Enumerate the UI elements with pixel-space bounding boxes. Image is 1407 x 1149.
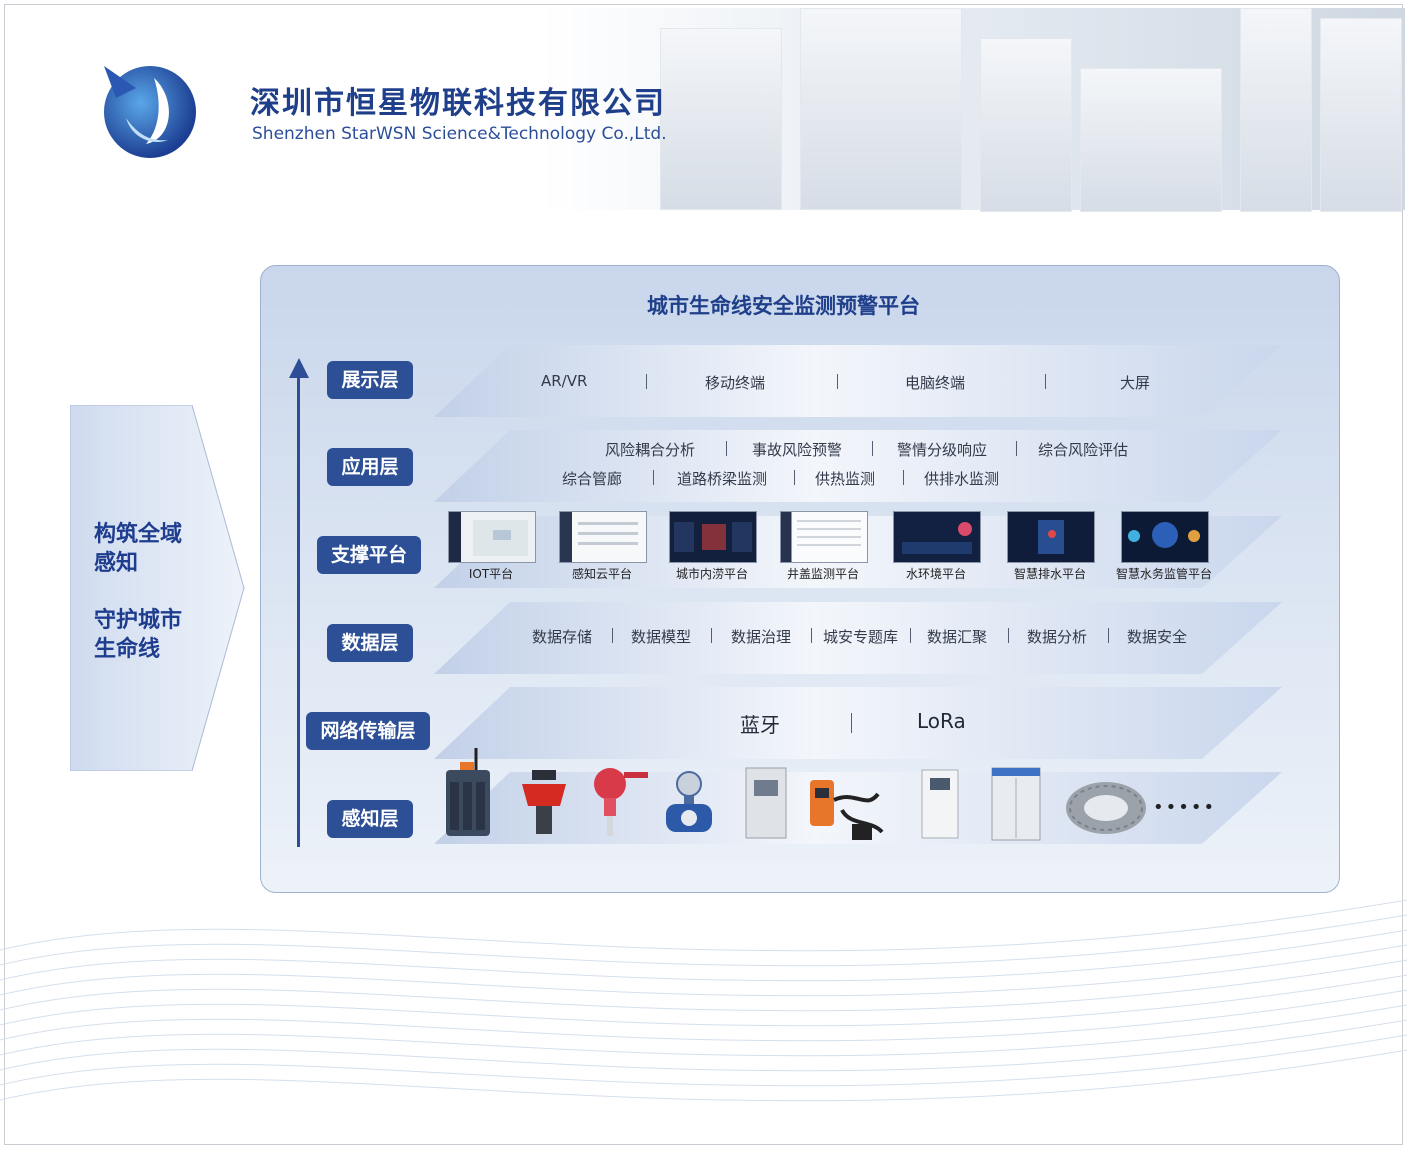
plane-display [434,345,1282,417]
separator [910,628,911,643]
water-analyzer-icon [921,769,959,839]
separator [1045,374,1046,389]
separator [794,470,795,485]
smart-drainage-thumbnail [1007,511,1095,563]
application-item: 综合管廊 [562,470,623,488]
support-item: 城市内涝平台 [675,567,748,581]
application-item: 警情分级响应 [897,441,988,459]
data-item: 数据模型 [631,628,692,646]
iot-platform-thumbnail [448,511,536,563]
plane-sensing [434,772,1282,844]
slogan-line-2: 感知 [94,551,139,576]
support-item: 感知云平台 [571,567,632,581]
layer-axis-arrow-icon [289,358,309,378]
separator [653,470,654,485]
separator [837,374,838,389]
network-item: LoRa [917,709,966,733]
slogan-chevron-shape [70,405,245,771]
background-waves [0,899,1407,1102]
application-item: 道路桥梁监测 [677,470,768,488]
slogan-line-4: 生命线 [94,637,161,662]
separator [872,441,873,456]
separator [1016,441,1017,456]
platform-title: 城市生命线安全监测预警平台 [647,294,920,318]
data-item: 数据分析 [1027,628,1088,646]
manhole-ring-icon [1066,782,1146,834]
layer-label-display: 展示层 [327,361,413,399]
application-item: 供排水监测 [924,470,1000,488]
gas-detector-icon [810,780,884,840]
support-item: 水环境平台 [905,567,966,581]
smart-water-thumbnail [1121,511,1209,563]
application-item: 事故风险预警 [752,441,843,459]
plane-data [434,602,1282,674]
company-name-en: Shenzhen StarWSN Science&Technology Co.,… [252,124,667,144]
data-item: 数据治理 [731,628,792,646]
separator [711,628,712,643]
layer-label-sensing: 感知层 [327,800,413,838]
company-name-cn: 深圳市恒星物联科技有限公司 [250,86,666,121]
manhole-platform-thumbnail [780,511,868,563]
display-item: AR/VR [541,372,588,390]
data-item: 城安专题库 [823,628,899,646]
layer-label-data: 数据层 [327,624,413,662]
cloud-platform-thumbnail [559,511,647,563]
separator [726,441,727,456]
layer-label-application: 应用层 [327,448,413,486]
separator [1008,628,1009,643]
plane-application [434,430,1282,502]
layer-label-support: 支撑平台 [317,536,421,574]
data-item: 数据安全 [1127,628,1188,646]
company-logo-icon [104,66,196,158]
display-item: 移动终端 [705,374,766,392]
separator [903,470,904,485]
support-item: 智慧水务监管平台 [1115,567,1212,581]
waterlogging-platform-thumbnail [669,511,757,563]
server-cabinet-icon [991,767,1041,841]
explosion-proof-sensor-icon [594,768,648,836]
display-item: 电脑终端 [905,374,966,392]
application-item: 风险耦合分析 [605,441,696,459]
control-cabinet-icon [745,767,787,839]
separator [811,628,812,643]
flowmeter-icon [666,771,712,832]
support-item: IOT平台 [468,567,514,581]
radar-level-icon [522,770,566,834]
separator [851,713,852,733]
header-skyline-background [540,8,1405,212]
plane-network [434,687,1282,759]
display-item: 大屏 [1120,374,1151,392]
support-item: 智慧排水平台 [1013,567,1086,581]
separator [612,628,613,643]
battery-sensor-icon [446,748,490,836]
network-item: 蓝牙 [740,713,780,737]
slogan-line-3: 守护城市 [94,608,183,633]
slogan-line-1: 构筑全域 [94,522,183,547]
separator [646,374,647,389]
water-environment-thumbnail [893,511,981,563]
page-frame [4,4,1403,1145]
data-item: 数据汇聚 [927,628,988,646]
support-item: 井盖监测平台 [786,567,859,581]
separator [1108,628,1109,643]
application-item: 综合风险评估 [1038,441,1129,459]
application-item: 供热监测 [815,470,876,488]
data-item: 数据存储 [532,628,593,646]
more-devices-ellipsis: ••••• [1153,797,1217,818]
layer-axis-line [297,375,300,847]
layer-label-network: 网络传输层 [306,712,430,750]
